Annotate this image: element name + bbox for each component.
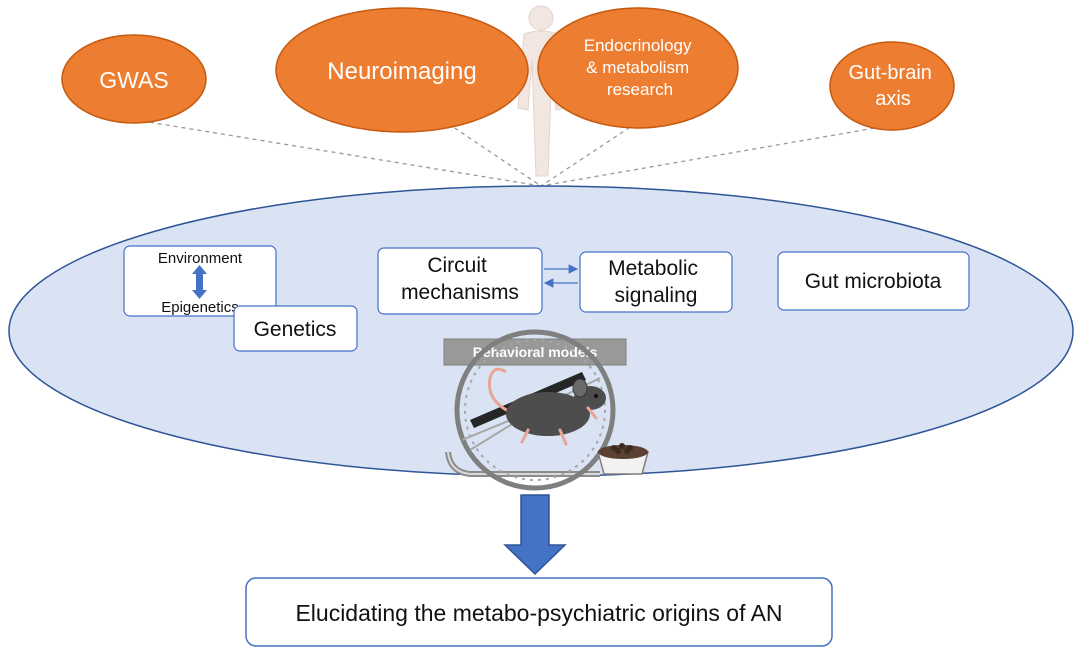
oval-endocrinology-label-line-2: & metabolism xyxy=(586,58,689,77)
genetics-label: Genetics xyxy=(254,318,337,341)
metabolic-label-line-1: Metabolic xyxy=(608,257,698,280)
circuit-metabolic-arrows xyxy=(543,264,579,288)
oval-gut-brain-label-line-2: axis xyxy=(875,88,911,110)
dashed-connectors xyxy=(141,109,899,187)
oval-gwas-label: GWAS xyxy=(99,67,168,93)
oval-endocrinology-label-line-1: Endocrinology xyxy=(584,36,692,55)
connector-gut-brain xyxy=(540,123,899,187)
svg-text:Circuit mechanisms: Circuit mechanisms xyxy=(401,254,519,304)
oval-neuroimaging-label: Neuroimaging xyxy=(327,58,476,85)
connector-gwas xyxy=(141,120,542,187)
mouse-running-wheel-illustration xyxy=(445,329,649,491)
environment-label: Environment xyxy=(158,250,243,267)
svg-text:Endocrinology & metaboli: Endocrinology & metabolism research xyxy=(584,36,696,99)
gut-microbiota-box xyxy=(777,251,970,311)
metabolic-label-line-2: signaling xyxy=(615,284,698,307)
gut-microbiota-label: Gut microbiota xyxy=(805,270,942,293)
conclusion-box xyxy=(245,577,833,647)
circuit-label-line-1: Circuit xyxy=(427,254,487,277)
svg-text:Metabolic signaling: Metabolic signaling xyxy=(608,257,704,307)
oval-gwas: GWAS xyxy=(61,34,207,124)
connector-neuroimaging xyxy=(427,109,542,187)
connector-endocrinology xyxy=(540,113,651,187)
genetics-box xyxy=(233,305,358,352)
oval-gut-brain: Gut-brain axis xyxy=(829,41,955,131)
oval-gut-brain-label-line-1: Gut-brain xyxy=(849,62,932,84)
svg-text:Gut-brain axis: Gut-brain axis xyxy=(849,62,938,110)
oval-endocrinology-label-line-3: research xyxy=(607,80,673,99)
epigenetics-label: Epigenetics xyxy=(161,299,239,316)
conclusion-label: Elucidating the metabo-psychiatric origi… xyxy=(295,600,782,626)
down-arrow-icon xyxy=(503,494,567,576)
metabolic-signaling-box xyxy=(579,251,733,313)
circuit-mechanisms-box xyxy=(377,247,543,315)
oval-neuroimaging: Neuroimaging xyxy=(275,7,529,133)
circuit-label-line-2: mechanisms xyxy=(401,281,519,304)
environment-epigenetics-arrow-icon xyxy=(192,265,207,299)
oval-endocrinology: Endocrinology & metabolism research xyxy=(537,7,739,129)
